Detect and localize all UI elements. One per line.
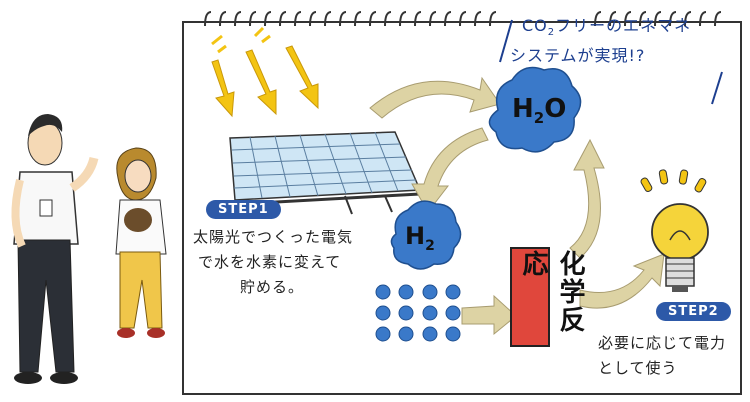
water-subscript: 2	[533, 109, 545, 128]
man-figure-icon	[11, 114, 99, 384]
water-molecule-bubble	[488, 66, 582, 153]
title-slash-left	[499, 19, 513, 63]
woman-figure-icon	[115, 147, 167, 338]
step1-caption-line-2: で水を水素に変えて	[198, 253, 342, 271]
sun-ray-icon	[211, 26, 319, 118]
water-h: H	[512, 94, 534, 124]
title-slash-right	[711, 71, 723, 105]
step1-badge: STEP1	[206, 200, 281, 219]
title-co-subscript: 2	[547, 27, 556, 39]
arrow-reaction-to-bulb	[579, 253, 665, 309]
step2-badge: STEP2	[656, 302, 731, 321]
hydrogen-formula: H2	[405, 222, 435, 254]
title-line-1-rest: フリーのエネマネ	[555, 16, 692, 35]
water-formula: H2O	[512, 94, 566, 127]
arrow-water-to-hydrogen	[411, 127, 489, 213]
step2-caption-line-1: 必要に応じて電力	[598, 334, 727, 352]
title-line-1: CO2フリーのエネマネ	[522, 12, 691, 38]
hydrogen-subscript: 2	[425, 237, 435, 254]
step1-caption-line-3: 貯める。	[240, 278, 305, 296]
light-bulb-icon	[640, 169, 709, 292]
hydrogen-molecule-bubble	[390, 200, 462, 270]
arrow-reaction-to-water	[569, 138, 605, 259]
title-co: CO	[522, 16, 548, 35]
notebook-spiral	[204, 11, 722, 27]
reaction-box	[510, 247, 550, 347]
cycle-arrows	[369, 76, 665, 336]
hydrogen-dots	[375, 284, 461, 342]
reaction-label: 化学反応	[518, 250, 585, 334]
step1-caption-line-1: 太陽光でつくった電気	[193, 228, 354, 246]
hydrogen-h: H	[405, 222, 426, 250]
title-line-2: システムが実現!?	[510, 46, 646, 65]
arrow-hydrogen-to-reaction	[461, 294, 517, 336]
step2-caption-line-2: として使う	[598, 359, 678, 377]
water-o: O	[544, 94, 567, 124]
